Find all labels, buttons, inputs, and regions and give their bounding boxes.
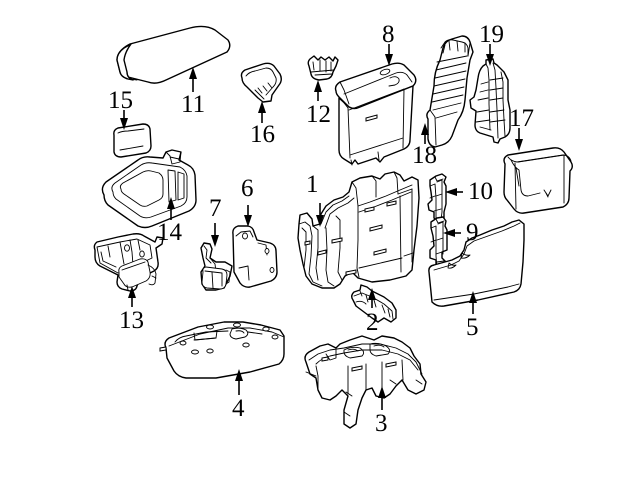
callout-label-15: 15 [108, 87, 133, 114]
callout-label-18: 18 [412, 142, 437, 169]
callout-leaders [120, 44, 523, 410]
callout-label-4: 4 [232, 395, 245, 422]
part-12-console-retainer-clip [307, 55, 339, 81]
part-11-armrest-lid-cushion [116, 25, 231, 84]
part-13-console-latch-assembly [93, 233, 164, 292]
part-17-console-storage-tray [503, 147, 573, 214]
part-16-console-trim-bezel [240, 62, 282, 103]
callout-label-1: 1 [306, 171, 319, 198]
part-6-console-cover-plate [232, 225, 278, 288]
part-4-console-rear-tray-pad [159, 321, 285, 379]
part-19-console-rail-striker [469, 58, 511, 144]
part-8-console-box-with-lid [334, 62, 417, 166]
callout-label-2: 2 [366, 309, 379, 336]
part-18-console-side-duct-panel [426, 35, 474, 148]
callout-label-8: 8 [382, 21, 395, 48]
part-9-console-clip-lower [429, 216, 448, 273]
part-15-armrest-hinge-cover [113, 123, 152, 158]
callout-label-5: 5 [466, 314, 479, 341]
part-2-console-bracket-small [351, 284, 397, 323]
part-1-console-body-lower-panel [297, 171, 420, 289]
part-3-console-lower-frame [304, 335, 427, 429]
callout-label-9: 9 [466, 219, 479, 246]
callout-label-13: 13 [119, 307, 144, 334]
callout-label-14: 14 [157, 219, 182, 246]
callout-label-16: 16 [250, 121, 275, 148]
part-10-console-clip-upper [427, 173, 447, 223]
callout-label-3: 3 [375, 410, 388, 437]
callout-label-17: 17 [509, 105, 534, 132]
callout-label-12: 12 [306, 101, 331, 128]
part-5-console-side-trim-panel [428, 219, 525, 307]
callout-label-19: 19 [479, 21, 504, 48]
callout-label-6: 6 [241, 175, 254, 202]
callout-label-10: 10 [468, 178, 493, 205]
part-14-console-upper-tray [101, 149, 197, 229]
part-7-console-mount-bracket [200, 242, 233, 291]
callout-label-11: 11 [181, 91, 206, 118]
callout-label-7: 7 [209, 195, 222, 222]
